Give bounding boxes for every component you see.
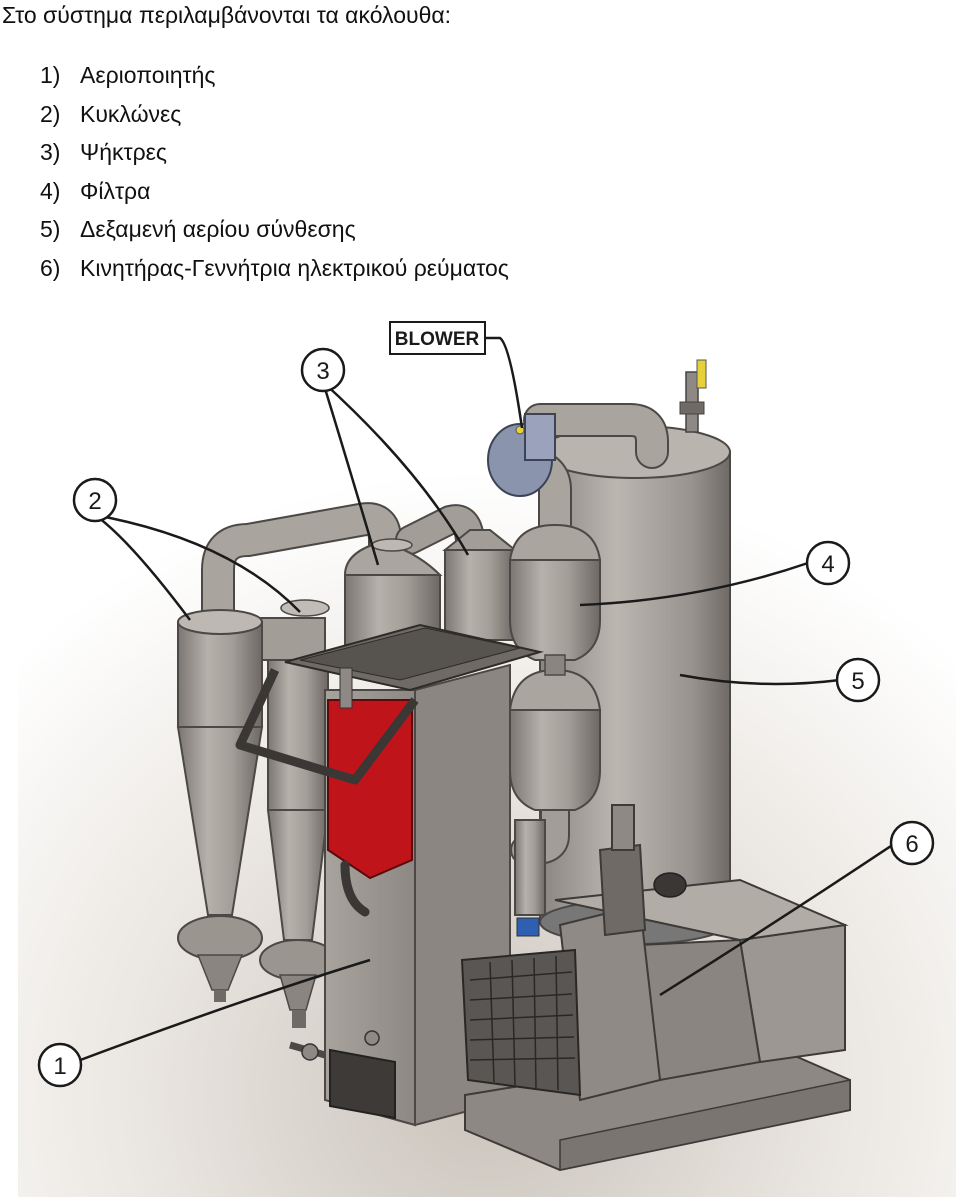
list-item: 5) Δεξαμενή αερίου σύνθεσης xyxy=(40,210,509,249)
list-item: 3) Ψήκτρες xyxy=(40,133,509,172)
tank-vent-valve xyxy=(679,359,707,433)
list-item: 2) Κυκλώνες xyxy=(40,95,509,134)
list-item-number: 3) xyxy=(40,139,61,165)
list-item-number: 1) xyxy=(40,62,61,88)
callout-5: 5 xyxy=(835,657,881,703)
list-item: 1) Αεριοποιητής xyxy=(40,56,509,95)
callout-6-number: 6 xyxy=(905,831,918,858)
list-item-number: 6) xyxy=(40,254,61,281)
callout-2-number: 2 xyxy=(88,488,101,515)
radiator-grille xyxy=(469,955,576,1091)
list-item-number: 2) xyxy=(40,100,61,127)
list-item-label: Κινητήρας-Γεννήτρια ηλεκτρικού ρεύματος xyxy=(80,254,509,281)
gasifier xyxy=(235,623,544,1127)
callout-1: 1 xyxy=(37,1042,83,1088)
list-item-number: 5) xyxy=(40,216,61,242)
list-item-label: Δεξαμενή αερίου σύνθεσης xyxy=(80,216,356,242)
callout-4: 4 xyxy=(805,540,851,586)
callout-6: 6 xyxy=(889,820,935,866)
filters xyxy=(508,523,602,937)
list-item-label: Φίλτρα xyxy=(80,177,151,204)
blower-label: BLOWER xyxy=(389,321,486,355)
callout-1-number: 1 xyxy=(53,1053,66,1080)
list-item-label: Αεριοποιητής xyxy=(80,62,216,88)
callout-4-number: 4 xyxy=(821,551,834,578)
intro-text: Στο σύστημα περιλαμβάνονται τα ακόλουθα: xyxy=(2,2,452,28)
callout-3: 3 xyxy=(300,347,346,393)
gasification-system-diagram: BLOWER 1 2 3 4 5 6 xyxy=(18,312,956,1197)
list-item: 6) Κινητήρας-Γεννήτρια ηλεκτρικού ρεύματο… xyxy=(40,249,509,288)
cyclones xyxy=(176,599,337,1028)
blower-label-text: BLOWER xyxy=(395,329,480,350)
callout-leaders xyxy=(74,336,901,1064)
list-item-label: Ψήκτρες xyxy=(80,139,168,165)
callout-2: 2 xyxy=(72,477,118,523)
callout-3-number: 3 xyxy=(316,358,329,385)
list-item-label: Κυκλώνες xyxy=(80,100,182,127)
blower xyxy=(487,413,556,497)
callout-5-number: 5 xyxy=(851,668,864,695)
list-item-number: 4) xyxy=(40,177,61,204)
components-list: 1) Αεριοποιητής 2) Κυκλώνες 3) Ψήκτρες 4) Φί… xyxy=(40,56,509,287)
list-item: 4) Φίλτρα xyxy=(40,172,509,211)
